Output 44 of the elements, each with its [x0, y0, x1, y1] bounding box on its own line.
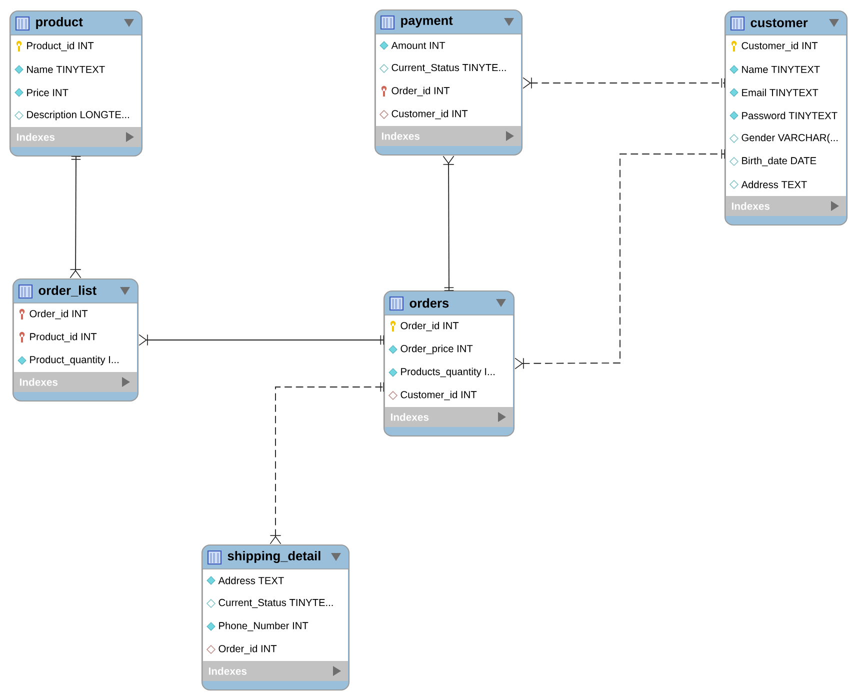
column-name: Order_id INT [218, 644, 277, 654]
column-name: Address TEXT [741, 180, 807, 188]
column-name: Description LONGTE... [27, 110, 129, 120]
column-name: Order_id INT [400, 322, 459, 332]
column-name: Product_quantity I... [30, 356, 118, 366]
relationship-line [522, 77, 725, 89]
indexes-bar: Indexes [385, 407, 513, 427]
relationship-line [138, 334, 384, 346]
column-name: Amount INT [391, 42, 446, 50]
column-name: Customer_id INT [742, 42, 818, 52]
indexes-bar: Indexes [376, 126, 521, 146]
column-name: Products_quantity I... [401, 368, 495, 378]
column-name: Gender VARCHAR(... [742, 134, 838, 144]
column-name: Phone_Number INT [219, 622, 308, 632]
relationship-line [70, 156, 82, 278]
column-name: Current_Status TINYTE... [218, 598, 333, 608]
column-name: Customer_id INT [392, 110, 468, 120]
table-title: order_list [38, 286, 96, 296]
column-name: Customer_id INT [400, 390, 477, 400]
column-name: Product_id INT [27, 42, 94, 52]
column-name: Order_price INT [400, 344, 473, 354]
column-name: Email TINYTEXT [742, 88, 818, 96]
table-title: payment [401, 16, 453, 28]
column-name: Current_Status TINYTE... [392, 64, 506, 74]
table-title: customer [750, 18, 808, 28]
column-name: Product_id INT [30, 332, 97, 342]
indexes-bar: Indexes [11, 127, 141, 147]
column-name: Order_id INT [30, 310, 88, 320]
table-title: product [36, 17, 83, 29]
column-name: Name TINYTEXT [742, 66, 820, 74]
relationship-line [442, 156, 454, 291]
column-name: Order_id INT [392, 86, 450, 96]
column-name: Name TINYTEXT [27, 66, 105, 74]
indexes-bar: Indexes [726, 196, 846, 216]
relationship-line [270, 382, 384, 544]
indexes-bar: Indexes [203, 661, 348, 681]
indexes-bar: Indexes [14, 372, 137, 392]
table-title: shipping_detail [228, 551, 320, 563]
table-title: orders [410, 298, 449, 308]
column-name: Password TINYTEXT [742, 112, 838, 120]
column-name: Address TEXT [218, 576, 284, 584]
column-name: Birth_date DATE [742, 156, 816, 166]
column-name: Price INT [27, 88, 68, 96]
relationship-line [514, 148, 725, 370]
